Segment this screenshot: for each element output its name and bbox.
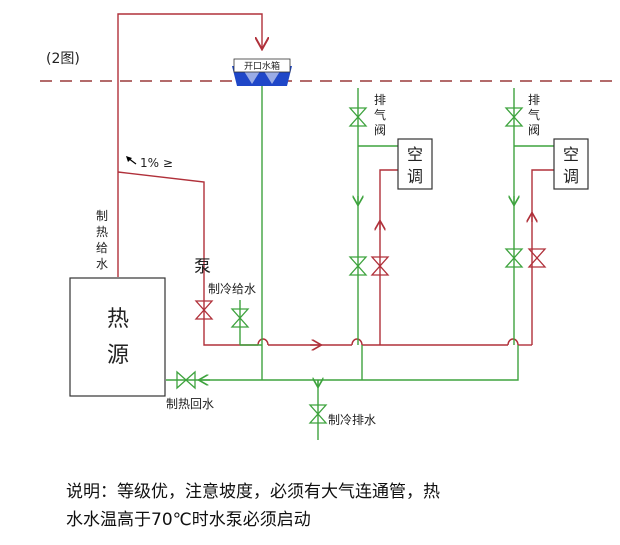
vent-valve-1-label-3: 阀 [374,123,386,137]
valve-branch1-hot [370,256,390,276]
vent-valve-2-label-2: 气 [528,107,540,122]
slope-arrow [126,156,137,165]
cold-pipes [166,86,554,440]
heating-supply-label-4: 水 [96,257,108,271]
slope-label: 1% ≥ [140,156,173,170]
heating-return-label: 制热回水 [166,397,214,411]
ac-unit-1-label-1: 空 [407,145,423,164]
valve-heating-return [176,370,196,390]
valve-branch2-cold [504,248,524,268]
valve-cooling-drain [308,404,328,424]
valve-branch2-hot [527,248,547,268]
cooling-supply-label: 制冷给水 [208,282,256,296]
ac-unit-1 [397,138,433,190]
ac-unit-1-label-2: 调 [407,167,423,186]
vent-valve-1-label-2: 气 [374,107,386,122]
valve-vent-1 [348,107,368,127]
heat-source-box [69,277,166,397]
note-line-1: 说明：等级优，注意坡度，必须有大气连通管，热 [66,482,440,502]
valve-cooling-supply [230,308,250,328]
explanation-note: 说明：等级优，注意坡度，必须有大气连通管，热 水水温高于70℃时水泵必须启动 [66,478,586,534]
valve-pump [194,300,214,320]
cooling-drain-label: 制冷排水 [328,413,376,427]
heat-source-label-2: 源 [107,343,129,368]
heat-source-label-1: 热 [107,307,129,332]
ac-unit-2-label-2: 调 [563,167,579,186]
vent-valve-2-label-3: 阀 [528,123,540,137]
heating-supply-label-1: 制 [96,209,108,223]
note-line-2: 水水温高于70℃时水泵必须启动 [66,510,311,530]
ac-unit-2 [553,138,589,190]
valve-branch1-cold [348,256,368,276]
ac-unit-2-label-1: 空 [563,145,579,164]
vent-valve-1-label-1: 排 [374,93,386,107]
hot-supply-pipe [117,13,554,345]
open-water-tank: 开口水箱 [232,58,292,86]
figure-label: (2图) [46,51,80,67]
pump-label: 泵 [194,257,211,277]
valve-vent-2 [504,107,524,127]
heating-supply-label-3: 给 [96,241,108,255]
heating-supply-label-2: 热 [96,225,108,239]
tank-label: 开口水箱 [244,60,280,72]
vent-valve-2-label-1: 排 [528,93,540,107]
